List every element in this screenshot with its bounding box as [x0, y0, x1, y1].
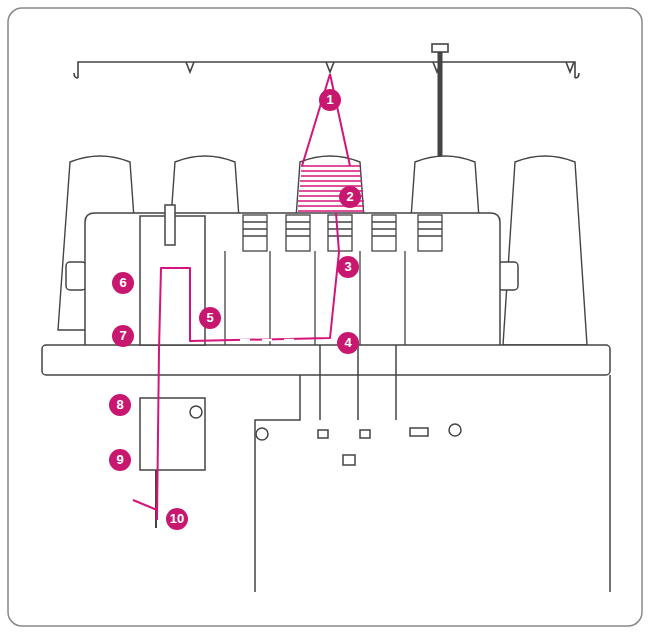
- thread-cones: [58, 156, 587, 345]
- tension-dial: [418, 215, 442, 251]
- base-ledge: [42, 345, 610, 375]
- cover-slot: [410, 428, 428, 436]
- take-up-lever: [165, 205, 175, 245]
- front-cover: [255, 375, 610, 592]
- thread-hooks: [186, 62, 574, 72]
- presser-foot-clamp: [140, 398, 205, 470]
- screw: [449, 424, 461, 436]
- thread-slots: [225, 251, 405, 345]
- tension-dial: [243, 215, 267, 251]
- callout-number: 8: [109, 394, 131, 416]
- dial-ridges: [243, 222, 442, 236]
- screw: [256, 428, 268, 440]
- callout-number: 2: [339, 186, 361, 208]
- tension-dial: [286, 215, 310, 251]
- stand-ends: [74, 73, 579, 78]
- tension-dial: [328, 215, 352, 251]
- callout-number: 7: [112, 325, 134, 347]
- callout-number: 10: [166, 508, 188, 530]
- callout-number: 5: [199, 307, 221, 329]
- machine-body: [42, 205, 610, 592]
- callout-number: 3: [337, 256, 359, 278]
- side-knob: [498, 262, 518, 290]
- callout-number: 6: [112, 272, 134, 294]
- guide-line: [319, 345, 321, 420]
- cover-slot: [318, 430, 328, 438]
- thread-winding: [298, 210, 364, 211]
- callout-number: 9: [109, 449, 131, 471]
- frame: [8, 8, 642, 626]
- callout-number: 4: [337, 332, 359, 354]
- tension-dials: [225, 215, 442, 345]
- thread-tail: [133, 500, 157, 510]
- guide-line: [357, 345, 359, 420]
- clamp-screw: [190, 406, 202, 418]
- stand-cap: [432, 44, 448, 52]
- upper-housing: [85, 213, 500, 345]
- callout-number: 1: [319, 89, 341, 111]
- tension-dial: [372, 215, 396, 251]
- thread-winding: [301, 165, 360, 166]
- thread-cone: [503, 156, 587, 345]
- stand-bar: [78, 62, 575, 78]
- needle-thread: [157, 213, 339, 520]
- cover-slot: [360, 430, 370, 438]
- thread-dashes: [240, 339, 294, 342]
- handwheel-knob: [66, 262, 86, 290]
- thread-winding: [300, 180, 362, 181]
- thread-to-cone: [302, 74, 350, 166]
- thread-winding: [301, 170, 361, 171]
- guide-line: [395, 345, 397, 420]
- wound-thread: [298, 166, 364, 211]
- thread-path: [133, 74, 350, 520]
- thread-winding: [301, 175, 361, 176]
- cover-slot: [343, 455, 355, 465]
